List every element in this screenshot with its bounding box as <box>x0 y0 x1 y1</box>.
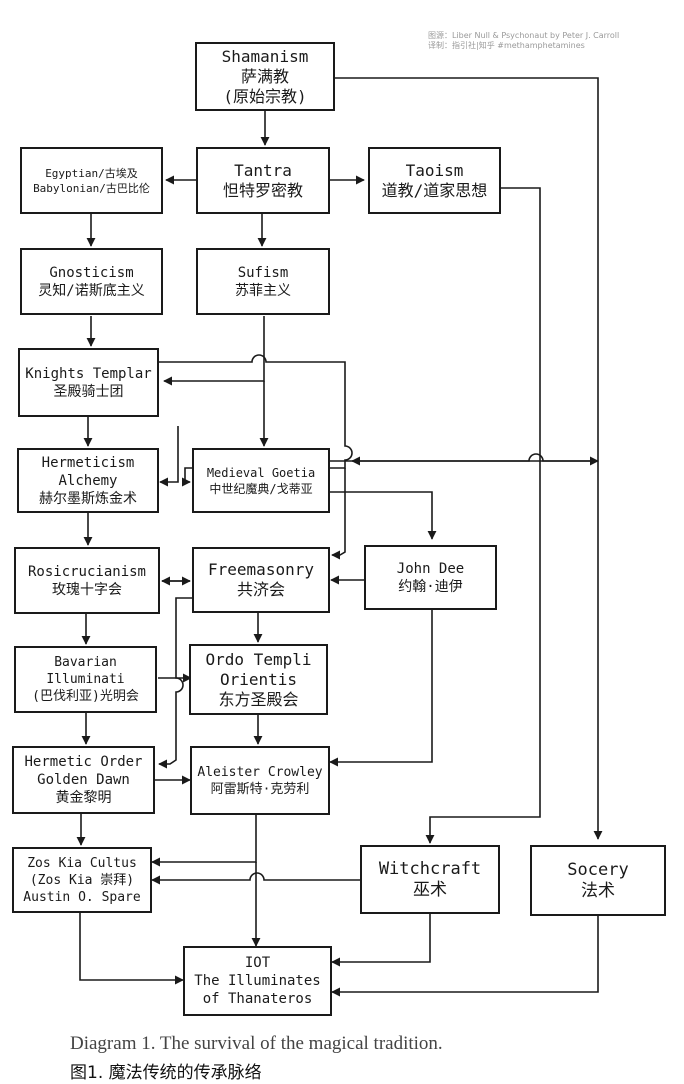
node-bavarian-line-2: Illuminati <box>46 672 125 687</box>
node-crowley-en: Aleister Crowley <box>197 764 323 780</box>
source-credit-line-1: 图源：Liber Null & Psychonaut by Peter J. C… <box>428 31 620 40</box>
node-zoskia-line-3: Austin O. Spare <box>23 889 141 905</box>
node-taoism: Taoism 道教/道家思想 <box>368 147 501 214</box>
node-tantra-en: Tantra <box>234 160 292 180</box>
node-oto-line-1: Ordo Templi <box>205 649 312 669</box>
edge-sufism-templar <box>163 316 265 386</box>
edge-goetia-right <box>330 453 599 466</box>
node-hermeticism-line-2: Alchemy <box>58 472 118 489</box>
caption-english: Diagram 1. The survival of the magical t… <box>70 1033 443 1054</box>
node-gnosticism: Gnosticism 灵知/诺斯底主义 <box>20 248 163 315</box>
edge-taoism-witchcraft <box>425 187 541 844</box>
node-rosicrucianism-zh: 玫瑰十字会 <box>52 581 122 598</box>
edge-templar-goetia <box>158 354 353 487</box>
node-gnosticism-en: Gnosticism <box>49 264 134 281</box>
node-templar-zh: 圣殿骑士团 <box>53 383 124 400</box>
node-johndee: John Dee 约翰·迪伊 <box>364 545 497 610</box>
node-bavarian: Bavarian Illuminati (巴伐利亚)光明会 <box>14 646 157 713</box>
node-freemasonry-zh: 共济会 <box>236 580 285 599</box>
node-zoskia-line-1: Zos Kia Cultus <box>27 855 137 871</box>
node-goldendawn-zh: 黄金黎明 <box>55 790 112 806</box>
node-goldendawn-line-1: Hermetic Order <box>24 754 143 770</box>
node-freemasonry-en: Freemasonry <box>208 560 314 579</box>
node-templar: Knights Templar 圣殿骑士团 <box>18 348 159 417</box>
node-oto: Ordo Templi Orientis 东方圣殿会 <box>189 644 328 715</box>
node-templar-en: Knights Templar <box>25 365 152 382</box>
node-sufism-en: Sufism <box>237 264 289 281</box>
edge-freemasonry-goldendawn <box>158 597 192 769</box>
node-hermeticism: Hermeticism Alchemy 赫尔墨斯炼金术 <box>17 448 159 513</box>
node-zoskia: Zos Kia Cultus (Zos Kia 崇拜) Austin O. Sp… <box>12 847 152 913</box>
node-freemasonry: Freemasonry 共济会 <box>192 547 330 613</box>
node-socery: Socery 法术 <box>530 845 666 916</box>
node-shamanism-zh: 萨满教 <box>240 66 289 86</box>
node-rosicrucianism-en: Rosicrucianism <box>27 563 146 580</box>
node-johndee-en: John Dee <box>396 560 465 577</box>
node-iot-line-3: of Thanateros <box>202 991 313 1007</box>
edge-socery-iot <box>331 915 599 997</box>
edge-witchcraft-zoskia <box>151 872 362 885</box>
edge-johndee-crowley <box>329 609 433 767</box>
node-rosicrucianism: Rosicrucianism 玫瑰十字会 <box>14 547 160 614</box>
node-socery-zh: 法术 <box>581 880 615 901</box>
node-oto-zh: 东方圣殿会 <box>218 689 299 709</box>
node-goldendawn: Hermetic Order Golden Dawn 黄金黎明 <box>12 746 155 814</box>
node-iot-line-1: IOT <box>244 955 271 971</box>
node-hermeticism-line-1: Hermeticism <box>41 454 135 471</box>
node-socery-en: Socery <box>567 859 629 880</box>
node-iot-line-2: The Illuminates <box>194 973 321 989</box>
node-taoism-en: Taoism <box>405 160 464 180</box>
node-egyptian: Egyptian/古埃及 Babylonian/古巴比伦 <box>20 147 163 214</box>
node-hermeticism-zh: 赫尔墨斯炼金术 <box>39 490 137 507</box>
node-tantra: Tantra 怛特罗密教 <box>196 147 330 214</box>
source-credit: 图源：Liber Null & Psychonaut by Peter J. C… <box>428 31 678 51</box>
node-taoism-zh: 道教/道家思想 <box>381 180 488 200</box>
edge-goetia-johndee <box>330 491 437 540</box>
source-credit-line-2: 译制：指引社|知乎 #methamphetamines <box>428 41 585 50</box>
node-goetia: Medieval Goetia 中世纪魔典/戈蒂亚 <box>192 448 330 513</box>
node-shamanism-en: Shamanism <box>221 46 309 66</box>
edge-crowley-zoskia <box>151 814 257 867</box>
node-goetia-en: Medieval Goetia <box>206 465 316 480</box>
node-sufism-zh: 苏菲主义 <box>235 282 291 299</box>
node-gnosticism-zh: 灵知/诺斯底主义 <box>38 282 145 299</box>
node-tantra-zh: 怛特罗密教 <box>222 180 303 200</box>
edge-goetia-hermeticism <box>159 426 179 487</box>
node-johndee-zh: 约翰·迪伊 <box>398 578 463 595</box>
node-goetia-zh: 中世纪魔典/戈蒂亚 <box>209 481 313 496</box>
node-egyptian-line-1: Egyptian/古埃及 <box>45 166 138 180</box>
node-crowley: Aleister Crowley 阿雷斯特·克劳利 <box>190 746 330 815</box>
node-oto-line-2: Orientis <box>219 669 298 689</box>
node-sufism: Sufism 苏菲主义 <box>196 248 330 315</box>
node-shamanism-alt: (原始宗教) <box>223 86 307 106</box>
edge-zoskia-iot <box>79 912 184 985</box>
node-witchcraft-zh: 巫术 <box>413 879 447 900</box>
node-witchcraft-en: Witchcraft <box>378 858 482 879</box>
node-bavarian-line-1: Bavarian <box>54 655 117 670</box>
caption-chinese: 图1. 魔法传统的传承脉络 <box>70 1063 262 1083</box>
edge-templar-freemasonry <box>331 468 346 560</box>
node-shamanism: Shamanism 萨满教 (原始宗教) <box>195 42 335 111</box>
edge-shamanism-socery <box>334 77 603 840</box>
node-iot: IOT The Illuminates of Thanateros <box>183 946 332 1016</box>
node-crowley-zh: 阿雷斯特·克劳利 <box>210 781 310 797</box>
node-egyptian-line-2: Babylonian/古巴比伦 <box>33 181 150 195</box>
node-bavarian-zh: (巴伐利亚)光明会 <box>32 689 139 704</box>
node-zoskia-line-2: (Zos Kia 崇拜) <box>29 872 135 888</box>
node-witchcraft: Witchcraft 巫术 <box>360 845 500 914</box>
edge-witchcraft-iot <box>331 913 431 967</box>
node-goldendawn-line-2: Golden Dawn <box>37 772 130 788</box>
